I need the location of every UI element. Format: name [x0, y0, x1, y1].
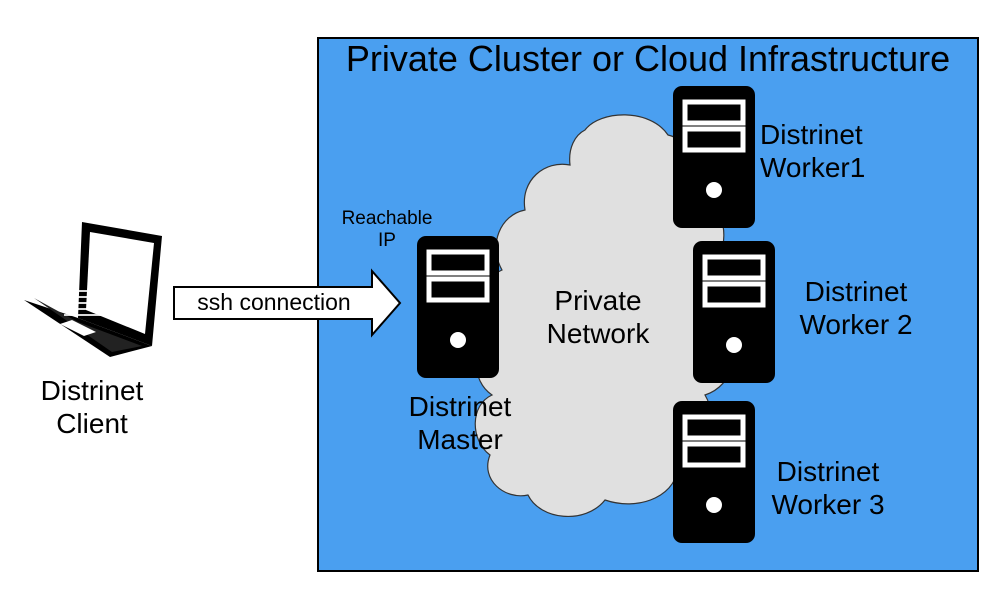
infrastructure-title: Private Cluster or Cloud Infrastructure	[345, 38, 951, 79]
laptop-icon	[24, 222, 162, 357]
worker2-label: Distrinet Worker 2	[786, 275, 926, 341]
server-icon	[693, 241, 775, 383]
worker2-label-line1: Distrinet	[804, 276, 908, 307]
worker1-label: Distrinet Worker1	[760, 118, 890, 184]
arrow-icon	[173, 268, 402, 338]
worker1-label-line2: Worker1	[760, 152, 866, 184]
master-label-line2: Master	[417, 424, 503, 456]
network-label-line1: Private	[554, 285, 642, 316]
server-icon	[417, 236, 499, 378]
master-label-line1: Distrinet	[408, 391, 512, 422]
reachable-ip-label: Reachable IP	[322, 208, 452, 253]
worker3-label: Distrinet Worker 3	[758, 455, 898, 521]
client-label-line2: Client	[56, 408, 128, 440]
worker3-label-line1: Distrinet	[776, 456, 880, 487]
server-icon	[673, 86, 755, 228]
reachable-line2: IP	[378, 230, 396, 252]
worker3-label-line2: Worker 3	[771, 489, 885, 521]
master-label: Distrinet Master	[390, 390, 530, 456]
worker1-label-line1: Distrinet	[760, 119, 863, 150]
network-label: Private Network	[528, 284, 668, 350]
client-label-line1: Distrinet	[40, 375, 144, 406]
reachable-line1: Reachable	[341, 208, 433, 229]
ssh-connection-label: ssh connection	[197, 289, 351, 315]
worker2-label-line2: Worker 2	[799, 309, 913, 341]
client-label: Distrinet Client	[22, 374, 162, 440]
network-label-line2: Network	[546, 318, 650, 350]
server-icon	[673, 401, 755, 543]
